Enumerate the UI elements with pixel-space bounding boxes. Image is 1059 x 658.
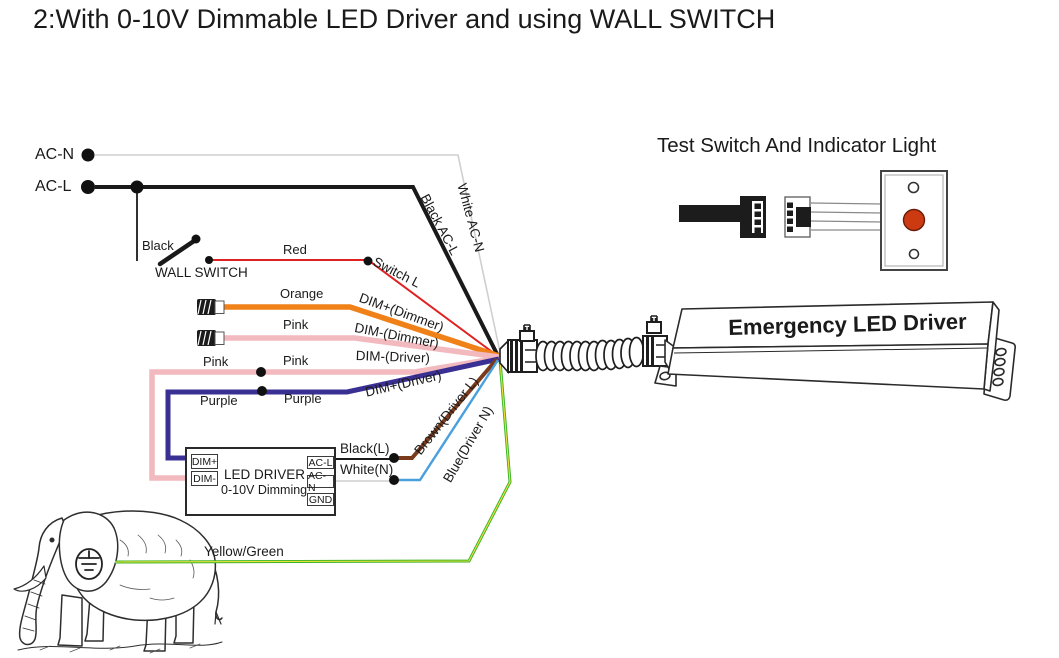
indicator-lead-wires bbox=[810, 202, 883, 231]
pink-junction-dot bbox=[256, 367, 266, 377]
black-l-label: Black(L) bbox=[340, 441, 390, 456]
yellow-green-label: Yellow/Green bbox=[204, 544, 284, 559]
conduit-fitting-left bbox=[507, 324, 538, 373]
test-switch-title: Test Switch And Indicator Light bbox=[657, 134, 937, 157]
pink-driver-left-label: Pink bbox=[203, 354, 229, 369]
gnd-terminal: GND bbox=[307, 493, 334, 506]
plate-screw-bottom bbox=[908, 248, 920, 260]
pink-dimmer-wire bbox=[224, 335, 500, 360]
ac-l-label: AC-L bbox=[35, 178, 72, 195]
ac-n-terminal: AC-N bbox=[307, 470, 334, 494]
wall-switch-lever bbox=[157, 238, 197, 267]
red-junction-dot bbox=[363, 256, 373, 266]
conduit-assembly bbox=[499, 315, 668, 375]
wire-fan bbox=[95, 154, 512, 564]
orange-wire-label: Orange bbox=[280, 286, 324, 301]
ac-l-terminal: AC-L bbox=[307, 456, 334, 469]
purple-junction-dot bbox=[257, 386, 267, 396]
blue-junction-dot bbox=[389, 475, 399, 485]
pink-dimmer-wire-label: Pink bbox=[283, 317, 309, 332]
plate-screw-top bbox=[907, 181, 920, 194]
white-ac-n-wire bbox=[95, 154, 501, 353]
emergency-led-driver-box bbox=[654, 301, 1016, 401]
test-switch-assembly bbox=[679, 170, 948, 271]
connector-plug bbox=[740, 196, 766, 238]
test-switch-cable bbox=[679, 205, 743, 222]
led-driver-title: LED DRIVER bbox=[224, 467, 306, 482]
ac-n-terminal-dot bbox=[81, 148, 95, 162]
wall-switch-label: WALL SWITCH bbox=[155, 265, 248, 280]
switch-black-wire-label: Black bbox=[142, 238, 174, 253]
blue-driver-wire bbox=[395, 359, 500, 482]
earth-wire bbox=[114, 359, 512, 564]
led-driver-subtitle: 0-10V Dimming bbox=[221, 483, 308, 497]
switch-lever-dot bbox=[191, 234, 201, 244]
white-n-label: White(N) bbox=[340, 462, 394, 477]
black-ac-l-wire bbox=[95, 185, 500, 357]
dim-minus-terminal: DIM- bbox=[191, 471, 218, 486]
elephant-illustration bbox=[13, 510, 223, 654]
wire-nut-orange bbox=[197, 299, 225, 315]
purple-right-label: Purple bbox=[284, 391, 322, 406]
conduit-fitting-right bbox=[642, 315, 668, 367]
dim-minus-driver-label: DIM-(Driver) bbox=[355, 348, 431, 366]
connector-socket bbox=[784, 196, 811, 238]
junction-dots bbox=[81, 148, 399, 485]
dim-plus-terminal: DIM+ bbox=[191, 454, 218, 469]
page-title: 2:With 0-10V Dimmable LED Driver and usi… bbox=[33, 4, 776, 34]
purple-left-label: Purple bbox=[200, 393, 238, 408]
indicator-button bbox=[902, 208, 926, 232]
ac-l-terminal-dot bbox=[81, 180, 95, 194]
brown-junction-dot bbox=[389, 453, 399, 463]
brown-driver-wire bbox=[395, 357, 499, 460]
clamp-screw-right bbox=[646, 321, 662, 334]
ac-l-junction-dot bbox=[130, 180, 144, 194]
switch-contact-dot bbox=[205, 256, 213, 264]
led-driver-box: DIM+ DIM- LED DRIVER 0-10V Dimming AC-L … bbox=[185, 447, 336, 516]
wire-nut-pink bbox=[197, 330, 225, 346]
pink-driver-wire bbox=[149, 355, 500, 481]
clamp-screw-left bbox=[519, 330, 535, 342]
purple-driver-wire bbox=[165, 356, 500, 461]
red-wire-label: Red bbox=[283, 242, 307, 257]
ac-n-label: AC-N bbox=[35, 146, 75, 163]
corrugated-conduit bbox=[535, 336, 645, 372]
indicator-plate bbox=[880, 170, 948, 271]
pink-driver-right-label: Pink bbox=[283, 353, 309, 368]
ground-symbol bbox=[75, 548, 103, 580]
orange-wire bbox=[224, 304, 500, 359]
